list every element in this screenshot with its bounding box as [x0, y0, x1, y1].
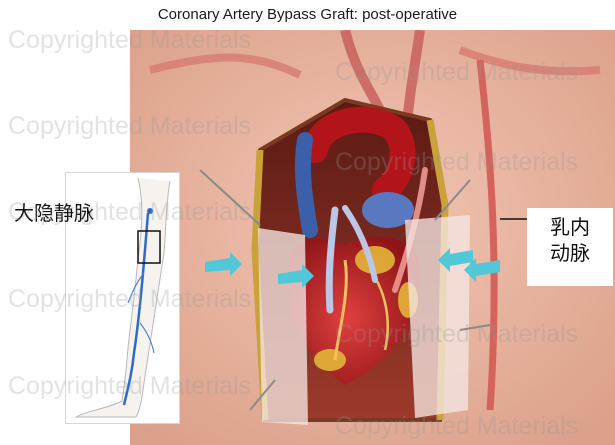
vein-graft-2: [342, 205, 378, 283]
harvest-site-box: [137, 230, 161, 264]
neck-vessel-center: [340, 30, 385, 113]
arrow-left-outer: [205, 252, 242, 276]
drape-right: [405, 215, 470, 418]
saphenous-branch-1: [127, 272, 145, 304]
arrow-right-outer: [464, 258, 500, 282]
epicardial-fat-2: [314, 349, 346, 371]
page-title: Coronary Artery Bypass Graft: post-opera…: [157, 6, 458, 23]
neck-vessel-center-right: [403, 30, 425, 116]
arrow-right-inner: [438, 248, 473, 272]
internal-mammary-artery: [476, 59, 498, 411]
neck-vessel-left: [149, 53, 302, 79]
leg-inset-panel: [65, 172, 180, 424]
neck-vessel-right: [458, 46, 601, 76]
retractor-wire-3: [249, 379, 276, 411]
drape-left: [258, 228, 308, 425]
label-saphenous-vein: 大隐静脉: [14, 201, 94, 225]
pulmonary-artery: [362, 192, 414, 228]
heart: [287, 236, 421, 385]
saphenous-vein: [122, 212, 150, 406]
retractor-wire-2: [434, 179, 471, 221]
vein-top-dot: [147, 208, 153, 214]
aorta: [302, 106, 416, 203]
leg-illustration: [74, 177, 171, 418]
retractor-wire-1: [199, 169, 261, 226]
vena-cava: [294, 132, 318, 238]
vein-graft-1: [325, 206, 339, 314]
saphenous-branch-2: [139, 322, 155, 354]
arrow-left-inner: [278, 264, 314, 288]
label-artery-background: [527, 208, 613, 286]
label-internal-mammary-artery: 乳内 动脉: [550, 215, 590, 265]
coronary-artery: [333, 259, 348, 361]
retractor-wire-4: [459, 324, 491, 331]
